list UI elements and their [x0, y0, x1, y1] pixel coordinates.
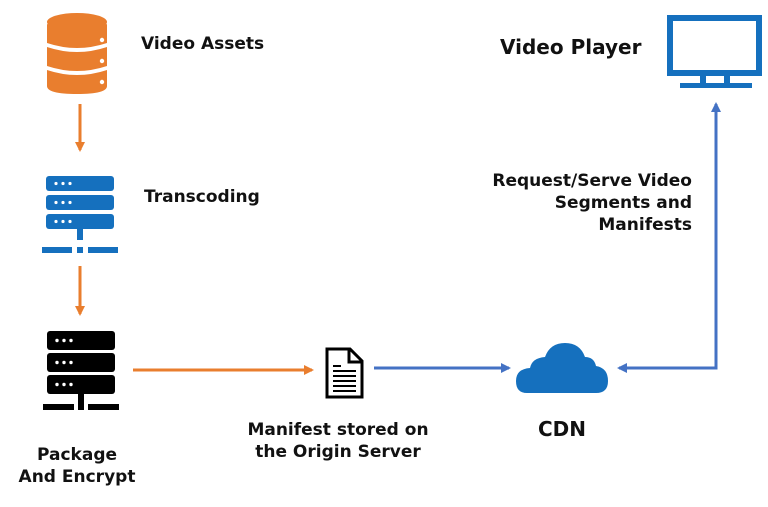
request-label-line: Manifests — [598, 215, 692, 235]
package-label-line: And Encrypt — [18, 467, 136, 487]
cdn-label: CDN — [537, 417, 587, 441]
request-serve-label: Request/Serve Video Segments and Manifes… — [470, 170, 692, 236]
document-icon — [325, 347, 364, 399]
server-icon — [43, 331, 119, 410]
arrow-player-to-cdn — [617, 110, 718, 373]
server-icon — [42, 176, 118, 253]
video-assets-label: Video Assets — [141, 34, 265, 54]
package-encrypt-label: Package And Encrypt — [0, 444, 154, 488]
manifest-label-line: Manifest stored on — [247, 420, 429, 440]
transcoding-label: Transcoding — [144, 187, 260, 207]
monitor-icon — [667, 15, 762, 88]
request-label-line: Segments and — [554, 193, 692, 213]
package-label-line: Package — [36, 445, 118, 465]
database-icon — [47, 13, 107, 94]
request-label-line: Request/Serve Video — [492, 171, 692, 191]
cloud-icon — [516, 343, 608, 393]
video-player-label: Video Player — [500, 35, 642, 59]
manifest-label-line: the Origin Server — [255, 442, 421, 462]
manifest-label: Manifest stored on the Origin Server — [238, 419, 438, 463]
